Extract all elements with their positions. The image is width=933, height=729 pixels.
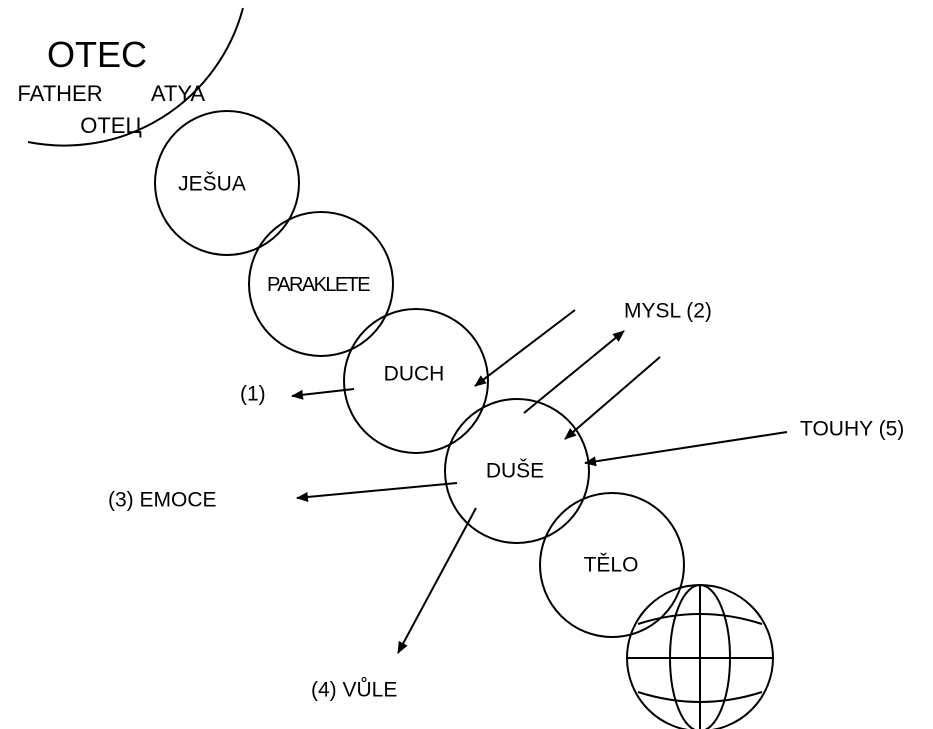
paraklete-circle xyxy=(248,211,394,357)
father-arc xyxy=(27,7,244,147)
telo-circle xyxy=(539,492,685,638)
arrow-incoming-to-duch xyxy=(474,309,576,387)
arrow-touhy-to-duse xyxy=(584,431,788,467)
label-mysl: MYSL (2) xyxy=(624,299,712,323)
father-title: OTEC xyxy=(46,34,148,75)
father-cyrillic: OTEЦ xyxy=(80,113,142,138)
node-jesua: JEŠUA xyxy=(178,172,246,196)
node-duse: DUŠE xyxy=(485,459,545,483)
father-hungarian: ATYA xyxy=(150,81,206,106)
arrow-duse-to-vule xyxy=(397,507,477,654)
arrow-incoming-to-duse xyxy=(564,356,661,440)
node-duch: DUCH xyxy=(383,362,445,386)
arrow-duse-to-emoce xyxy=(296,482,458,502)
duse-circle xyxy=(444,398,590,544)
label-one: (1) xyxy=(240,382,266,406)
duch-circle xyxy=(343,308,489,454)
arrow-duch-to-one xyxy=(291,388,355,400)
jesua-circle xyxy=(154,110,300,256)
globe-icon xyxy=(626,584,774,729)
label-emoce: (3) EMOCE xyxy=(108,488,217,512)
label-touhy: TOUHY (5) xyxy=(800,417,905,441)
label-vule: (4) VŮLE xyxy=(311,678,398,702)
father-english: FATHER xyxy=(17,81,103,106)
arrow-duse-to-mysl xyxy=(523,330,625,414)
node-paraklete: PARAKLETE xyxy=(267,274,371,296)
node-telo: TĚLO xyxy=(583,553,639,577)
